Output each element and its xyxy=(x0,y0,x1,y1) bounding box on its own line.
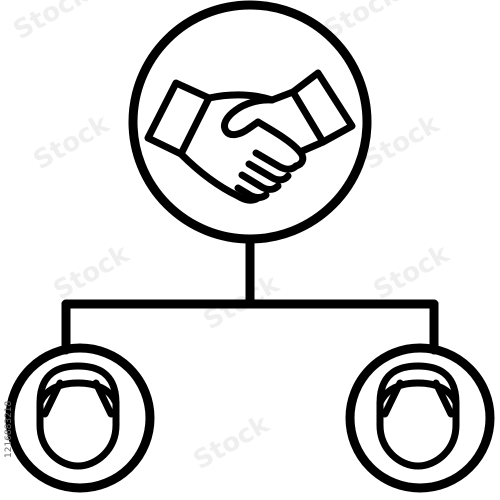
person-icon-left xyxy=(36,362,120,470)
watermark-text: Stock xyxy=(49,239,135,306)
handshake-icon xyxy=(144,69,356,204)
child-node-circle-left xyxy=(5,343,155,493)
watermark-text: Stock xyxy=(9,0,95,46)
watermark-text: Stock xyxy=(29,109,115,176)
child-node-circle-right xyxy=(345,343,495,493)
person-icon-right xyxy=(376,362,460,470)
top-node-circle xyxy=(128,0,372,244)
watermark-text: Stock xyxy=(369,239,455,306)
watermark-text: Stock xyxy=(189,409,275,476)
connector-lines xyxy=(61,234,439,355)
stock-image-id: 1216883218 xyxy=(4,400,14,458)
